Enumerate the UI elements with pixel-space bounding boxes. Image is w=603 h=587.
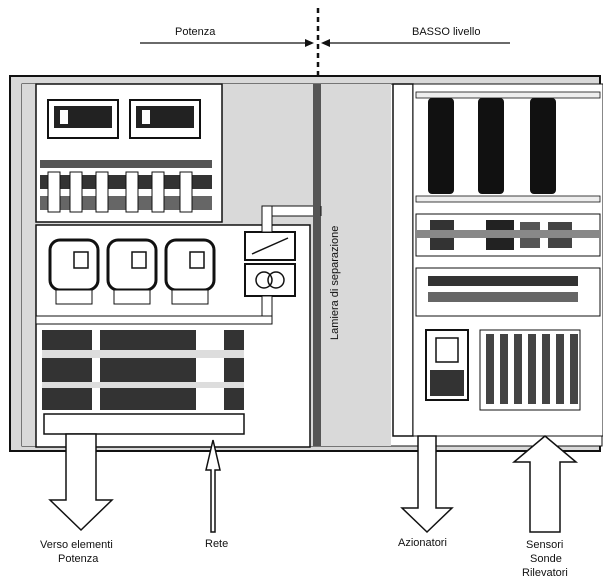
power-supply-unit [426,330,468,400]
bottom-terminal-strip [44,414,244,434]
plc-module-2 [130,100,200,138]
label-sensori-line3: Rilevatori [522,567,568,579]
label-rete: Rete [205,538,228,550]
label-basso-livello: BASSO livello [412,26,480,38]
label-lamiera: Lamiera di separazione [329,226,341,340]
terminal-block-group [480,330,580,410]
label-sensori-line1: Sensori [526,539,563,551]
label-potenza: Potenza [175,26,216,38]
label-verso-line1: Verso elementi [40,539,113,551]
contactor-3 [166,240,214,304]
label-sensori-line2: Sonde [530,553,562,565]
label-verso-line2: Potenza [58,553,99,565]
top-left-arrow [140,39,314,47]
arrow-rete [206,440,220,532]
right-vertical-duct [393,84,413,436]
transformer-block [245,232,295,296]
terminal-rail-right [416,268,600,316]
contactor-1 [50,240,98,304]
top-right-arrow [321,39,510,47]
label-azionatori: Azionatori [398,537,447,549]
relay-row [416,214,600,256]
contactor-2 [108,240,156,304]
plc-module-1 [48,100,118,138]
separation-plate [313,84,321,446]
